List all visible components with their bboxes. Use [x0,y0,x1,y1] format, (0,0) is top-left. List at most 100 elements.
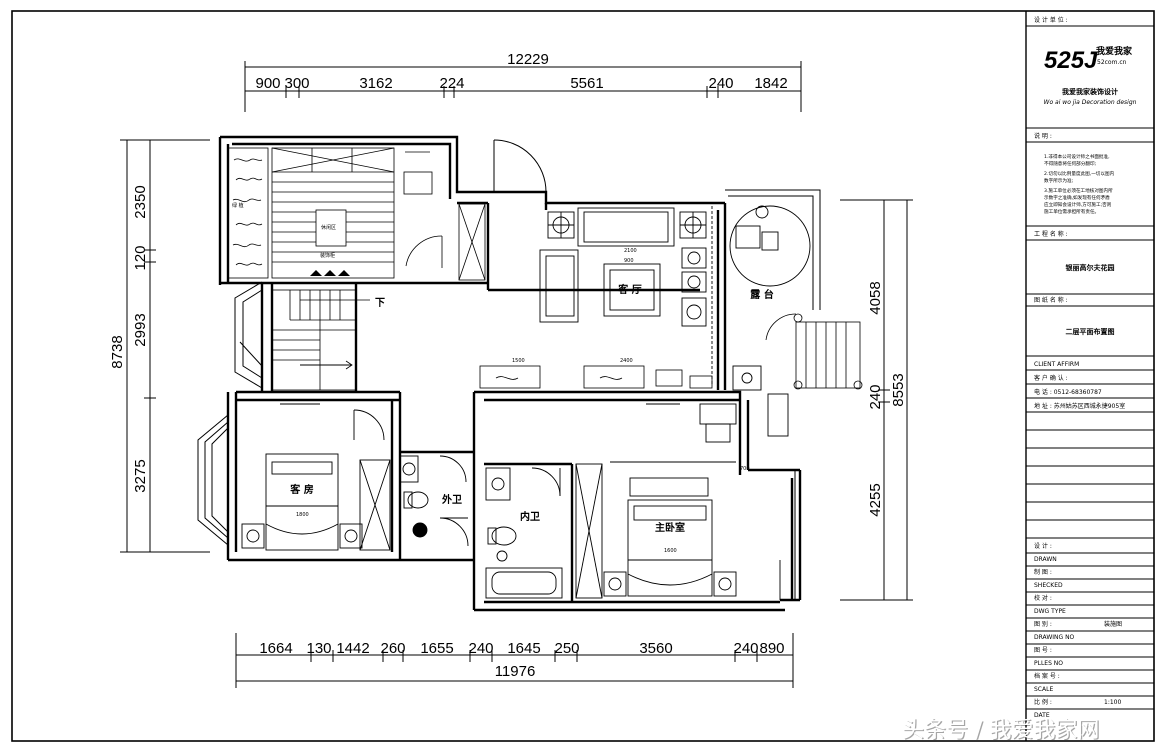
client-label: 客 户 确 认 : [1034,374,1068,382]
dim-label: 260 [380,640,405,657]
exterior-walls [218,135,802,612]
right-total-dimension: 8553 [890,373,907,406]
note-line: 1.非得本公司设计师之书面批准, [1044,153,1110,160]
dim-label: 120 [132,245,149,270]
dim-label: 2350 [132,185,149,218]
drawing-label: 图 纸 名 称 : [1034,296,1068,304]
scale-en: SCALE [1034,686,1053,693]
watermark-shadow: 头条号 / 我爱我家网 [903,719,1100,744]
dim-label: 240 [867,384,884,409]
inner-bath-label: 内卫 [520,510,540,523]
right-segment-dimensions: 4058 240 4255 [867,281,884,516]
bay-window-guest [197,414,229,546]
top-segment-dimensions: 900 300 3162 224 5561 240 1842 [255,75,787,92]
note-line: 不得随意将任何部分翻印; [1044,160,1097,167]
dim-note: 1500 [512,358,525,364]
logo-number: 525J [1044,47,1098,74]
bay-window-stair [234,281,263,389]
dim-label: 890 [759,640,784,657]
staircase [271,289,370,391]
scale-label: 比 例 : [1034,698,1052,706]
corridor-cabinets [479,365,713,389]
project-label: 工 程 名 称 : [1034,230,1068,238]
top-total-dimension: 12229 [507,51,549,68]
dim-label: 1842 [754,75,787,92]
study-chairs [310,270,350,276]
note-line: 数字所示为准; [1044,177,1074,184]
plles-no-en: PLLES NO [1034,660,1063,667]
dim-label: 1645 [507,640,540,657]
inner-bath-fixtures [485,467,563,599]
living-room-furniture [539,206,713,385]
outer-bath-fixtures [399,455,469,547]
bottom-total-dimension: 11976 [495,663,536,680]
dim-label: 2993 [132,313,149,346]
master-bedroom-label: 主卧室 [655,521,685,534]
plles-no-label: 档 案 号 : [1034,672,1060,680]
logo-brand: 我爱我家 [1096,45,1133,57]
dim-label: 240 [733,640,758,657]
watermark: 头条号 / 我爱我家网 头条号 / 我爱我家网 [902,718,1101,744]
dim-note: 1800 [296,512,309,518]
stairs-down-label: 下 [375,297,385,309]
left-segment-dimensions: 2350 120 2993 3275 [132,185,149,492]
drawing-name: 二层平面布置图 [1066,327,1115,336]
dim-label: 3560 [639,640,672,657]
top-dimension-line [244,61,802,112]
drawn-label: 制 图 : [1034,568,1052,576]
note-line: 2.切勿以比例量度此图,一切以图内 [1044,170,1115,177]
dim-note: 700 [740,466,750,472]
date-en: DATE [1034,712,1050,719]
dim-note: 1600 [664,548,677,554]
bottom-dimension-line [235,633,794,688]
company-name-en: Wo ai wo jia Decoration design [1044,99,1137,106]
scale-value: 1:100 [1104,699,1121,706]
checked-en: SHECKED [1034,582,1063,589]
title-block-text: 设 计 单 位 : 525J 我爱我家 52com.cn 我爱我家装饰设计 Wo… [1034,16,1137,719]
drawn-en: DRAWN [1034,556,1057,563]
living-room-label: 客 厅 [617,283,641,296]
dim-label: 240 [708,75,733,92]
study-room [271,147,486,281]
dim-note: 2100 [624,248,637,254]
sheet-border [11,10,1155,742]
entry-door [493,139,547,193]
dim-label: 250 [554,640,579,657]
checked-label: 校 对 : [1034,594,1052,602]
garden-plants [227,147,269,279]
dwg-type-en: DWG TYPE [1034,608,1066,615]
note-line: 3.施工单位必须在工地核对图内所 [1044,187,1113,194]
project-name: 银丽高尔夫花园 [1066,263,1115,272]
guest-room-furniture [241,403,391,551]
drawing-no-en: DRAWING NO [1034,634,1075,641]
dim-note: 900 [624,258,634,264]
logo-domain: 52com.cn [1097,59,1127,66]
dim-label: 1664 [259,640,292,657]
design-label: 设 计 : [1034,542,1052,550]
dim-label: 300 [284,75,309,92]
dim-label: 1442 [336,640,369,657]
dim-label: 5561 [570,75,603,92]
address-text: 地 址 : 苏州姑苏区西城永捷905室 [1034,402,1125,410]
dim-label: 130 [306,640,331,657]
study-note-label: 装饰柜 [320,252,335,259]
outer-bath-label: 外卫 [441,493,462,506]
phone-text: 电 话 : 0512-68360787 [1034,388,1102,396]
note-line: 施工单位需承担所有责任。 [1044,208,1099,215]
bottom-segment-dimensions: 1664 130 1442 260 1655 240 1645 250 3560… [259,640,784,657]
dim-label: 4255 [867,483,884,516]
dim-label: 4058 [867,281,884,314]
note-line: 示数字之准确,如发现有任何矛盾 [1044,194,1110,201]
dim-label: 240 [468,640,493,657]
company-name-cn: 我爱我家装饰设计 [1062,87,1118,96]
dim-label: 1655 [420,640,453,657]
master-bedroom-furniture [575,403,781,600]
drawing-no-label: 图 号 : [1034,647,1052,654]
dim-label: 3162 [359,75,392,92]
dim-label: 224 [439,75,464,92]
notes-label: 说 明 : [1034,132,1052,140]
garden-label: 绿 植 [232,202,244,209]
watermark-text: 头条号 / 我爱我家网 [902,718,1099,743]
guest-room-label: 客 房 [289,483,313,496]
